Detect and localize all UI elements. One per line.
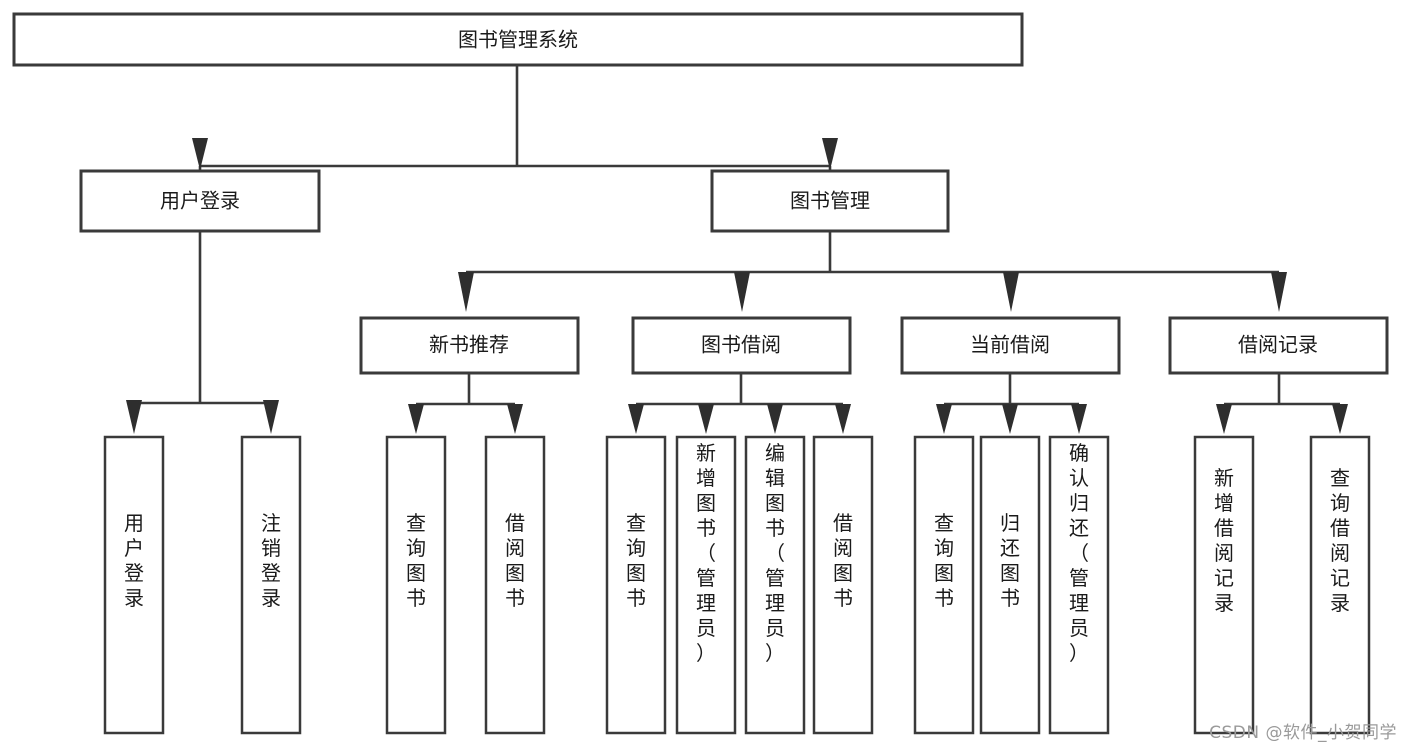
node-book-management[interactable]: 图书管理 — [710, 169, 950, 233]
node-leaf-query-book-3[interactable]: 查询图书 — [913, 435, 975, 735]
node-current-borrow-label: 当前借阅 — [970, 333, 1050, 357]
connector-currentborrow-to-leaves — [936, 373, 1087, 434]
node-borrow-record-label: 借阅记录 — [1238, 333, 1318, 357]
arrow-head-icon — [507, 404, 523, 434]
node-root-label: 图书管理系统 — [458, 28, 578, 52]
node-leaf-borrow-book-2-label: 借阅图书 — [833, 511, 853, 610]
arrow-head-icon — [734, 272, 750, 312]
arrow-head-icon — [1271, 272, 1287, 312]
node-leaf-query-book-2-box[interactable] — [605, 435, 667, 735]
node-leaf-return-book-box[interactable] — [979, 435, 1041, 735]
arrow-head-icon — [1003, 272, 1019, 312]
arrow-head-icon — [835, 404, 851, 434]
node-leaf-return-book-label: 归还图书 — [1000, 511, 1020, 610]
node-leaf-logout-login-label: 注销登录 — [261, 511, 281, 610]
node-new-book-recommend-box[interactable] — [359, 316, 580, 375]
node-leaf-query-record-label: 查询借阅记录 — [1330, 466, 1350, 615]
node-leaf-add-book-label: 新增图书（管理员） — [696, 441, 716, 665]
node-leaf-confirm-return[interactable]: 确认归还（管理员） — [1048, 435, 1110, 735]
arrow-head-icon — [1071, 404, 1087, 434]
node-leaf-add-book[interactable]: 新增图书（管理员） — [675, 435, 737, 735]
node-leaf-add-record-box[interactable] — [1193, 435, 1255, 735]
node-leaf-borrow-book-1[interactable]: 借阅图书 — [484, 435, 546, 735]
node-leaf-add-record-label: 新增借阅记录 — [1214, 466, 1234, 615]
arrow-head-icon — [1002, 404, 1018, 434]
connector-borrowrecord-to-leaves — [1216, 373, 1348, 434]
node-leaf-query-book-1-box[interactable] — [385, 435, 447, 735]
arrow-head-icon — [1332, 404, 1348, 434]
arrow-head-icon — [192, 138, 208, 170]
node-current-borrow[interactable]: 当前借阅 — [900, 316, 1121, 375]
node-leaf-add-book-box[interactable] — [675, 435, 737, 735]
node-book-borrow[interactable]: 图书借阅 — [631, 316, 852, 375]
arrow-head-icon — [936, 404, 952, 434]
node-user-login-label: 用户登录 — [160, 189, 240, 213]
arrow-head-icon — [263, 400, 279, 434]
node-leaf-query-record[interactable]: 查询借阅记录 — [1309, 435, 1371, 735]
node-leaf-edit-book[interactable]: 编辑图书（管理员） — [744, 435, 806, 735]
node-book-borrow-box[interactable] — [631, 316, 852, 375]
node-new-book-recommend[interactable]: 新书推荐 — [359, 316, 580, 375]
connector-bookmgmt-to-level3 — [458, 232, 1287, 312]
node-leaf-query-book-2-label: 查询图书 — [626, 511, 646, 610]
node-leaf-query-book-3-label: 查询图书 — [934, 511, 954, 610]
arrow-head-icon — [1216, 404, 1232, 434]
node-leaf-edit-book-label: 编辑图书（管理员） — [765, 441, 785, 665]
arrow-head-icon — [458, 272, 474, 312]
node-leaf-confirm-return-box[interactable] — [1048, 435, 1110, 735]
node-leaf-query-book-2[interactable]: 查询图书 — [605, 435, 667, 735]
connector-bookborrow-to-leaves — [628, 373, 851, 434]
arrow-head-icon — [408, 404, 424, 434]
node-leaf-return-book[interactable]: 归还图书 — [979, 435, 1041, 735]
node-book-management-box[interactable] — [710, 169, 950, 233]
connector-newbook-to-leaves — [408, 373, 523, 434]
node-leaf-borrow-book-1-label: 借阅图书 — [505, 511, 525, 610]
node-leaf-user-login-label: 用户登录 — [124, 511, 144, 610]
node-leaf-logout-login[interactable]: 注销登录 — [240, 435, 302, 735]
node-leaf-user-login-box[interactable] — [103, 435, 165, 735]
connector-userlogin-to-leaves — [126, 232, 279, 434]
node-leaf-add-record[interactable]: 新增借阅记录 — [1193, 435, 1255, 735]
node-book-management-label: 图书管理 — [790, 189, 870, 213]
node-root[interactable]: 图书管理系统 — [12, 12, 1024, 67]
node-leaf-query-book-1[interactable]: 查询图书 — [385, 435, 447, 735]
node-user-login[interactable]: 用户登录 — [79, 169, 321, 233]
arrow-head-icon — [628, 404, 644, 434]
node-book-borrow-label: 图书借阅 — [701, 333, 781, 357]
node-user-login-box[interactable] — [79, 169, 321, 233]
node-leaf-query-record-box[interactable] — [1309, 435, 1371, 735]
node-borrow-record-box[interactable] — [1168, 316, 1389, 375]
arrow-head-icon — [822, 138, 838, 170]
node-leaf-borrow-book-2-box[interactable] — [812, 435, 874, 735]
arrow-head-icon — [698, 404, 714, 434]
node-leaf-borrow-book-1-box[interactable] — [484, 435, 546, 735]
node-leaf-edit-book-box[interactable] — [744, 435, 806, 735]
node-leaf-query-book-3-box[interactable] — [913, 435, 975, 735]
node-leaf-confirm-return-label: 确认归还（管理员） — [1069, 441, 1089, 665]
node-current-borrow-box[interactable] — [900, 316, 1121, 375]
node-leaf-query-book-1-label: 查询图书 — [406, 511, 426, 610]
arrow-head-icon — [767, 404, 783, 434]
node-leaf-logout-login-box[interactable] — [240, 435, 302, 735]
node-borrow-record[interactable]: 借阅记录 — [1168, 316, 1389, 375]
node-leaf-borrow-book-2[interactable]: 借阅图书 — [812, 435, 874, 735]
arrow-head-icon — [126, 400, 142, 434]
node-root-box[interactable] — [12, 12, 1024, 67]
node-leaf-user-login[interactable]: 用户登录 — [103, 435, 165, 735]
csdn-watermark: CSDN @软件_小贺同学 — [1209, 723, 1397, 743]
node-new-book-recommend-label: 新书推荐 — [429, 333, 509, 357]
